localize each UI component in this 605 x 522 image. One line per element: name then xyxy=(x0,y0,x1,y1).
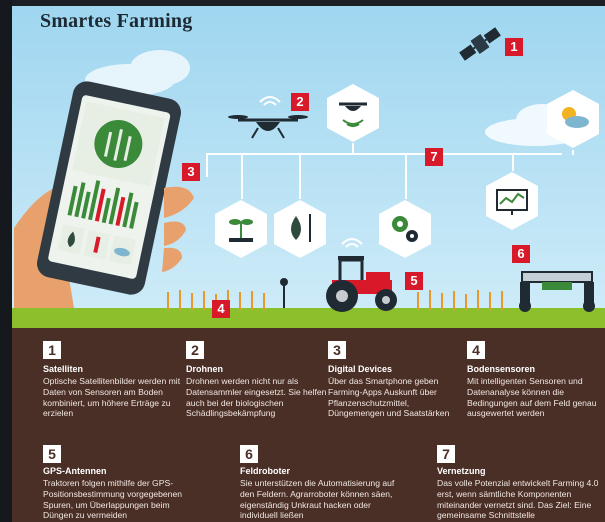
legend-text: Optische Satellitenbilder werden mit Dat… xyxy=(43,376,181,419)
marker-5: 5 xyxy=(405,272,423,290)
network-line xyxy=(299,153,301,199)
legend-title: Drohnen xyxy=(186,364,223,374)
water-drop-icon xyxy=(274,200,326,258)
sun-cloud-icon xyxy=(547,90,599,148)
legend-text: Sie unterstützen die Automatisierung auf… xyxy=(240,478,395,521)
network-line xyxy=(572,150,574,155)
wifi-icon xyxy=(259,96,281,106)
legend-title: Satelliten xyxy=(43,364,84,374)
satellite-icon xyxy=(459,27,501,61)
monitor-chart-icon xyxy=(486,172,538,230)
legend-number: 4 xyxy=(467,341,485,359)
network-line xyxy=(206,153,562,155)
wheat-field-right xyxy=(417,290,503,310)
tractor-icon xyxy=(326,256,397,312)
network-line xyxy=(512,153,514,171)
marker-4: 4 xyxy=(212,300,230,318)
gears-icon xyxy=(379,200,431,258)
legend-text: Traktoren folgen mithilfe der GPS-Positi… xyxy=(43,478,183,521)
field-robot-icon xyxy=(519,271,595,312)
soil-sensor-icon xyxy=(280,278,288,308)
wifi-icon xyxy=(341,238,363,248)
frame-edge xyxy=(0,0,12,522)
network-line xyxy=(241,153,243,199)
legend-title: Feldroboter xyxy=(240,466,291,476)
legend-text: Über das Smartphone geben Farming-Apps A… xyxy=(328,376,450,419)
marker-3: 3 xyxy=(182,163,200,181)
marker-7: 7 xyxy=(425,148,443,166)
legend-title: GPS-Antennen xyxy=(43,466,107,476)
legend-text: Drohnen werden nicht nur als Datensammle… xyxy=(186,376,327,419)
drone-hex-icon xyxy=(327,84,379,142)
network-line xyxy=(352,143,354,154)
page-title: Smartes Farming xyxy=(40,10,193,32)
legend-number: 2 xyxy=(186,341,204,359)
legend-panel xyxy=(12,328,605,522)
legend-text: Das volle Potenzial entwickelt Farming 4… xyxy=(437,478,599,521)
marker-1: 1 xyxy=(505,38,523,56)
legend-number: 6 xyxy=(240,445,258,463)
legend-number: 7 xyxy=(437,445,455,463)
marker-2: 2 xyxy=(291,93,309,111)
legend-title: Digital Devices xyxy=(328,364,393,374)
marker-6: 6 xyxy=(512,245,530,263)
grass-strip xyxy=(12,308,605,328)
legend-text: Mit intelligenten Sensoren und Datenanal… xyxy=(467,376,597,419)
legend-number: 5 xyxy=(43,445,61,463)
network-line xyxy=(206,153,208,177)
legend-number: 1 xyxy=(43,341,61,359)
legend-number: 3 xyxy=(328,341,346,359)
seedling-icon xyxy=(215,200,267,258)
legend-title: Vernetzung xyxy=(437,466,486,476)
drone-icon xyxy=(228,115,308,139)
smartphone-icon xyxy=(14,81,194,328)
network-line xyxy=(405,153,407,199)
legend-title: Bodensensoren xyxy=(467,364,536,374)
